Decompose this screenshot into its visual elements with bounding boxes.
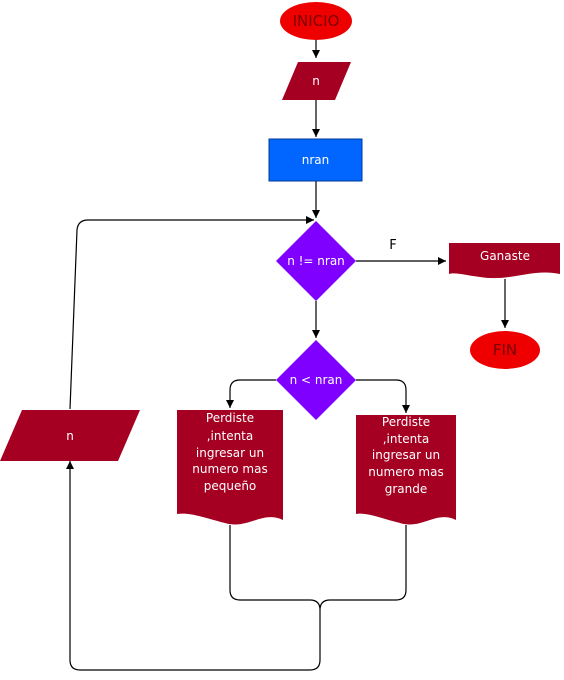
decision-less-than-label: n < nran (290, 373, 343, 387)
lose-bigger-line-3: ingresar un (372, 448, 440, 462)
lose-smaller-line-2: ,intenta (207, 429, 254, 443)
edge-merge-to-loop-input (66, 461, 321, 671)
start-label: INICIO (293, 12, 340, 30)
lose-smaller-line-4: numero mas (192, 462, 267, 476)
lose-bigger-line-5: grande (385, 482, 428, 496)
connectors (66, 39, 509, 671)
process-nran: nran (268, 138, 363, 182)
input-n-top: n (282, 62, 351, 100)
branch-false-label: F (389, 238, 396, 253)
input-n-loop-label: n (66, 429, 74, 443)
process-nran-label: nran (302, 153, 330, 167)
lose-smaller-line-3: ingresar un (196, 446, 264, 460)
output-ganaste: Ganaste (449, 243, 560, 279)
start-terminal: INICIO (280, 2, 352, 40)
edge-merge-bracket (229, 525, 407, 611)
edge-loop-input-to-decision (69, 216, 314, 410)
output-lose-bigger: Perdiste ,intenta ingresar un numero mas… (356, 415, 456, 525)
decision-not-equal: n != nran (276, 221, 356, 301)
end-terminal: FIN (470, 331, 540, 369)
decision-less-than: n < nran (276, 340, 356, 420)
input-n-loop: n (0, 410, 140, 461)
edge-decision2-to-grande (356, 379, 410, 413)
lose-bigger-line-1: Perdiste (382, 415, 430, 429)
end-label: FIN (493, 341, 517, 359)
edge-decision2-to-pequeno (226, 379, 276, 408)
output-lose-smaller: Perdiste ,intenta ingresar un numero mas… (177, 410, 283, 525)
output-ganaste-label: Ganaste (480, 249, 530, 263)
lose-smaller-line-5: pequeño (204, 479, 257, 493)
lose-smaller-line-1: Perdiste (206, 411, 254, 425)
input-n-top-label: n (312, 74, 320, 88)
lose-bigger-line-2: ,intenta (383, 432, 430, 446)
lose-bigger-line-4: numero mas (368, 465, 443, 479)
decision-not-equal-label: n != nran (287, 254, 345, 268)
